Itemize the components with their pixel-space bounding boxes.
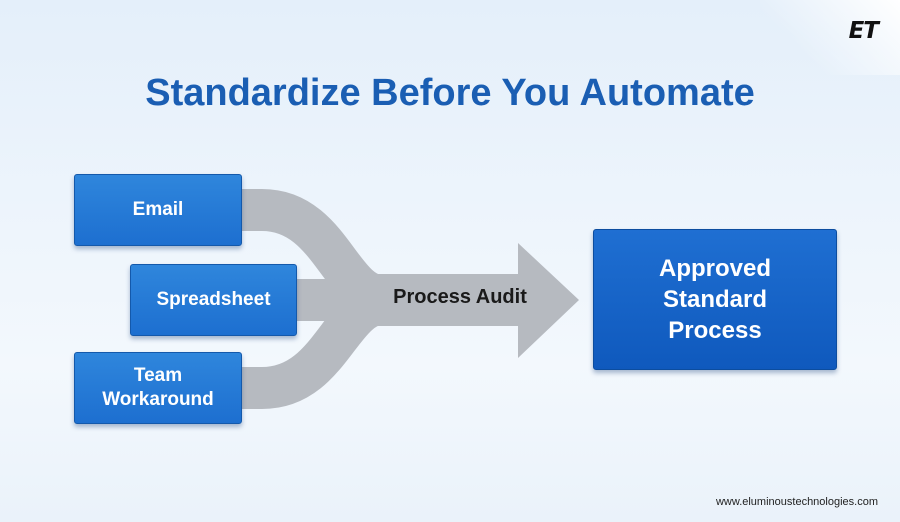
input-team-workaround-box: Team Workaround — [74, 352, 242, 424]
output-process-box: Approved Standard Process — [593, 229, 837, 370]
input-spreadsheet-label: Spreadsheet — [156, 289, 271, 310]
input-team-workaround-label: Team Workaround — [102, 365, 214, 410]
main-arrow — [370, 243, 579, 358]
input-spreadsheet-box: Spreadsheet — [130, 264, 297, 336]
website-url: www.eluminoustechnologies.com — [715, 496, 878, 508]
page-title: Standardize Before You Automate — [145, 72, 755, 114]
brand-logo: ET — [848, 18, 879, 44]
corner-highlight — [760, 0, 900, 75]
branch-team — [235, 283, 385, 409]
input-email-label: Email — [132, 199, 184, 220]
output-process-label: Approved Standard Process — [658, 255, 771, 344]
input-email-box: Email — [74, 174, 242, 246]
process-audit-label: Process Audit — [393, 286, 527, 308]
